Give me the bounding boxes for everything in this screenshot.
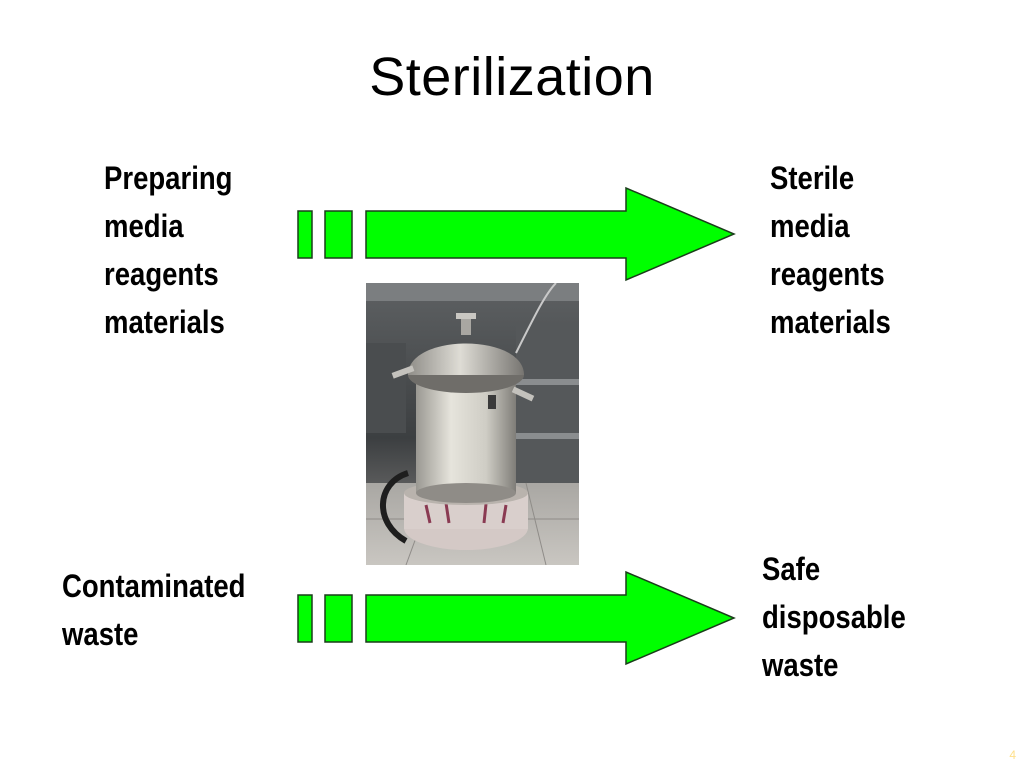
output-label-sterile: Sterile media reagents materials [770, 154, 891, 346]
output-line: disposable [762, 599, 906, 635]
arrow-stripe-medium [324, 210, 353, 259]
arrow-stripe-small [297, 594, 313, 643]
arrow-stripe-small [297, 210, 313, 259]
output-label-safe: Safe disposable waste [762, 545, 906, 689]
top-process-arrow [297, 186, 736, 282]
arrow-body [365, 186, 736, 282]
input-label-contaminated: Contaminated waste [62, 562, 245, 658]
arrow-body [365, 570, 736, 666]
page-number: 4 [1009, 748, 1016, 762]
input-line: media [104, 208, 184, 244]
input-line: waste [62, 616, 139, 652]
input-line: materials [104, 304, 225, 340]
slide-title: Sterilization [369, 47, 655, 107]
input-label-preparing: Preparing media reagents materials [104, 154, 232, 346]
autoclave-photo [366, 283, 579, 565]
input-line: Contaminated [62, 568, 246, 604]
output-line: Sterile [770, 160, 855, 196]
input-line: Preparing [104, 160, 233, 196]
output-line: materials [770, 304, 891, 340]
input-line: reagents [104, 256, 219, 292]
bottom-process-arrow [297, 570, 736, 666]
arrow-stripe-medium [324, 594, 353, 643]
output-line: Safe [762, 551, 821, 587]
output-line: reagents [770, 256, 885, 292]
output-line: media [770, 208, 850, 244]
output-line: waste [762, 647, 839, 683]
